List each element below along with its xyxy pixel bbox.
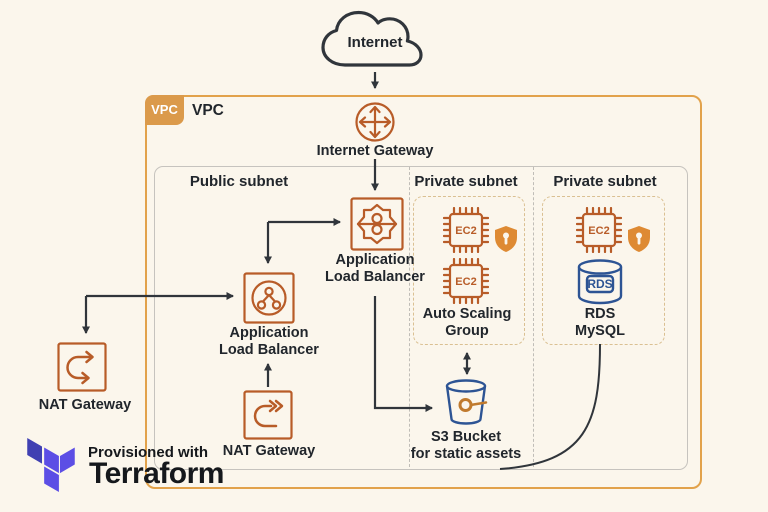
ec2-icon-3: EC2 [576,207,622,253]
public-subnet-label: Public subnet [189,173,289,190]
asg-label: Auto Scaling Group [422,306,512,339]
nat-gateway-inner-icon [243,390,293,440]
shield-icon-1 [495,226,517,252]
internet-gateway-label: Internet Gateway [316,143,434,159]
terraform-logo [27,438,75,492]
ec2-icon-1: EC2 [443,207,489,253]
cloud-icon [321,10,423,67]
rds-group-box [542,196,665,345]
nat-gateway-inner-label: NAT Gateway [222,443,316,459]
provisioned-with-label: Provisioned with [88,444,209,461]
alb-left-label: Application Load Balancer [219,325,319,358]
subnets-container [154,166,688,470]
internet-cloud: Internet [312,8,438,74]
terraform-brand: Terraform [89,457,224,490]
alb-left-icon [243,272,295,324]
rds-icon: RDS [577,259,623,305]
private-subnet-2-label: Private subnet [553,173,657,190]
internet-gateway-icon [355,102,395,142]
shield-icon-2 [628,226,650,252]
internet-label: Internet [347,34,403,51]
s3-label: S3 Bucket for static assets [410,429,522,462]
auto-scaling-group-box [413,196,525,345]
rds-label: RDS MySQL [575,306,625,339]
svg-text:EC2: EC2 [588,225,609,237]
alb-top-label: Application Load Balancer [325,252,425,285]
svg-text:EC2: EC2 [455,225,476,237]
s3-bucket-icon [445,379,488,425]
vpc-box [145,95,702,489]
vpc-tag: VPC [145,95,184,125]
ec2-icon-2: EC2 [443,258,489,304]
vpc-title: VPC [192,102,224,119]
private-subnet-1-label: Private subnet [414,173,518,190]
nat-gateway-outer-label: NAT Gateway [38,397,132,413]
nat-gateway-outer-icon [57,342,107,392]
subnet-divider-2 [533,167,534,467]
svg-text:EC2: EC2 [455,276,476,288]
alb-top-icon [350,197,404,251]
svg-text:RDS: RDS [587,277,612,291]
